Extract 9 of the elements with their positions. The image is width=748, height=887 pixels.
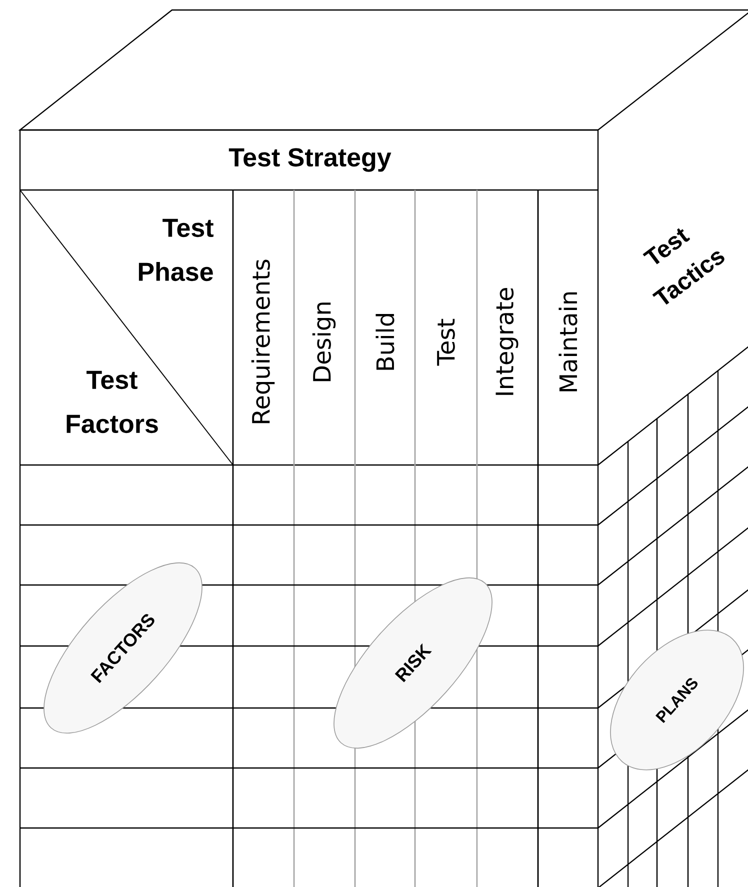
column-header: Integrate — [496, 288, 518, 395]
column-header: Maintain — [558, 292, 578, 392]
axis-heading: Test Phase — [138, 218, 214, 282]
heading: Test Strategy — [228, 148, 392, 172]
column-header: Test — [437, 318, 455, 366]
column-header: Design — [312, 302, 336, 382]
column-header: Requirements — [251, 260, 275, 424]
axis-heading: Test Factors — [66, 370, 158, 434]
column-header: Build — [376, 314, 394, 370]
